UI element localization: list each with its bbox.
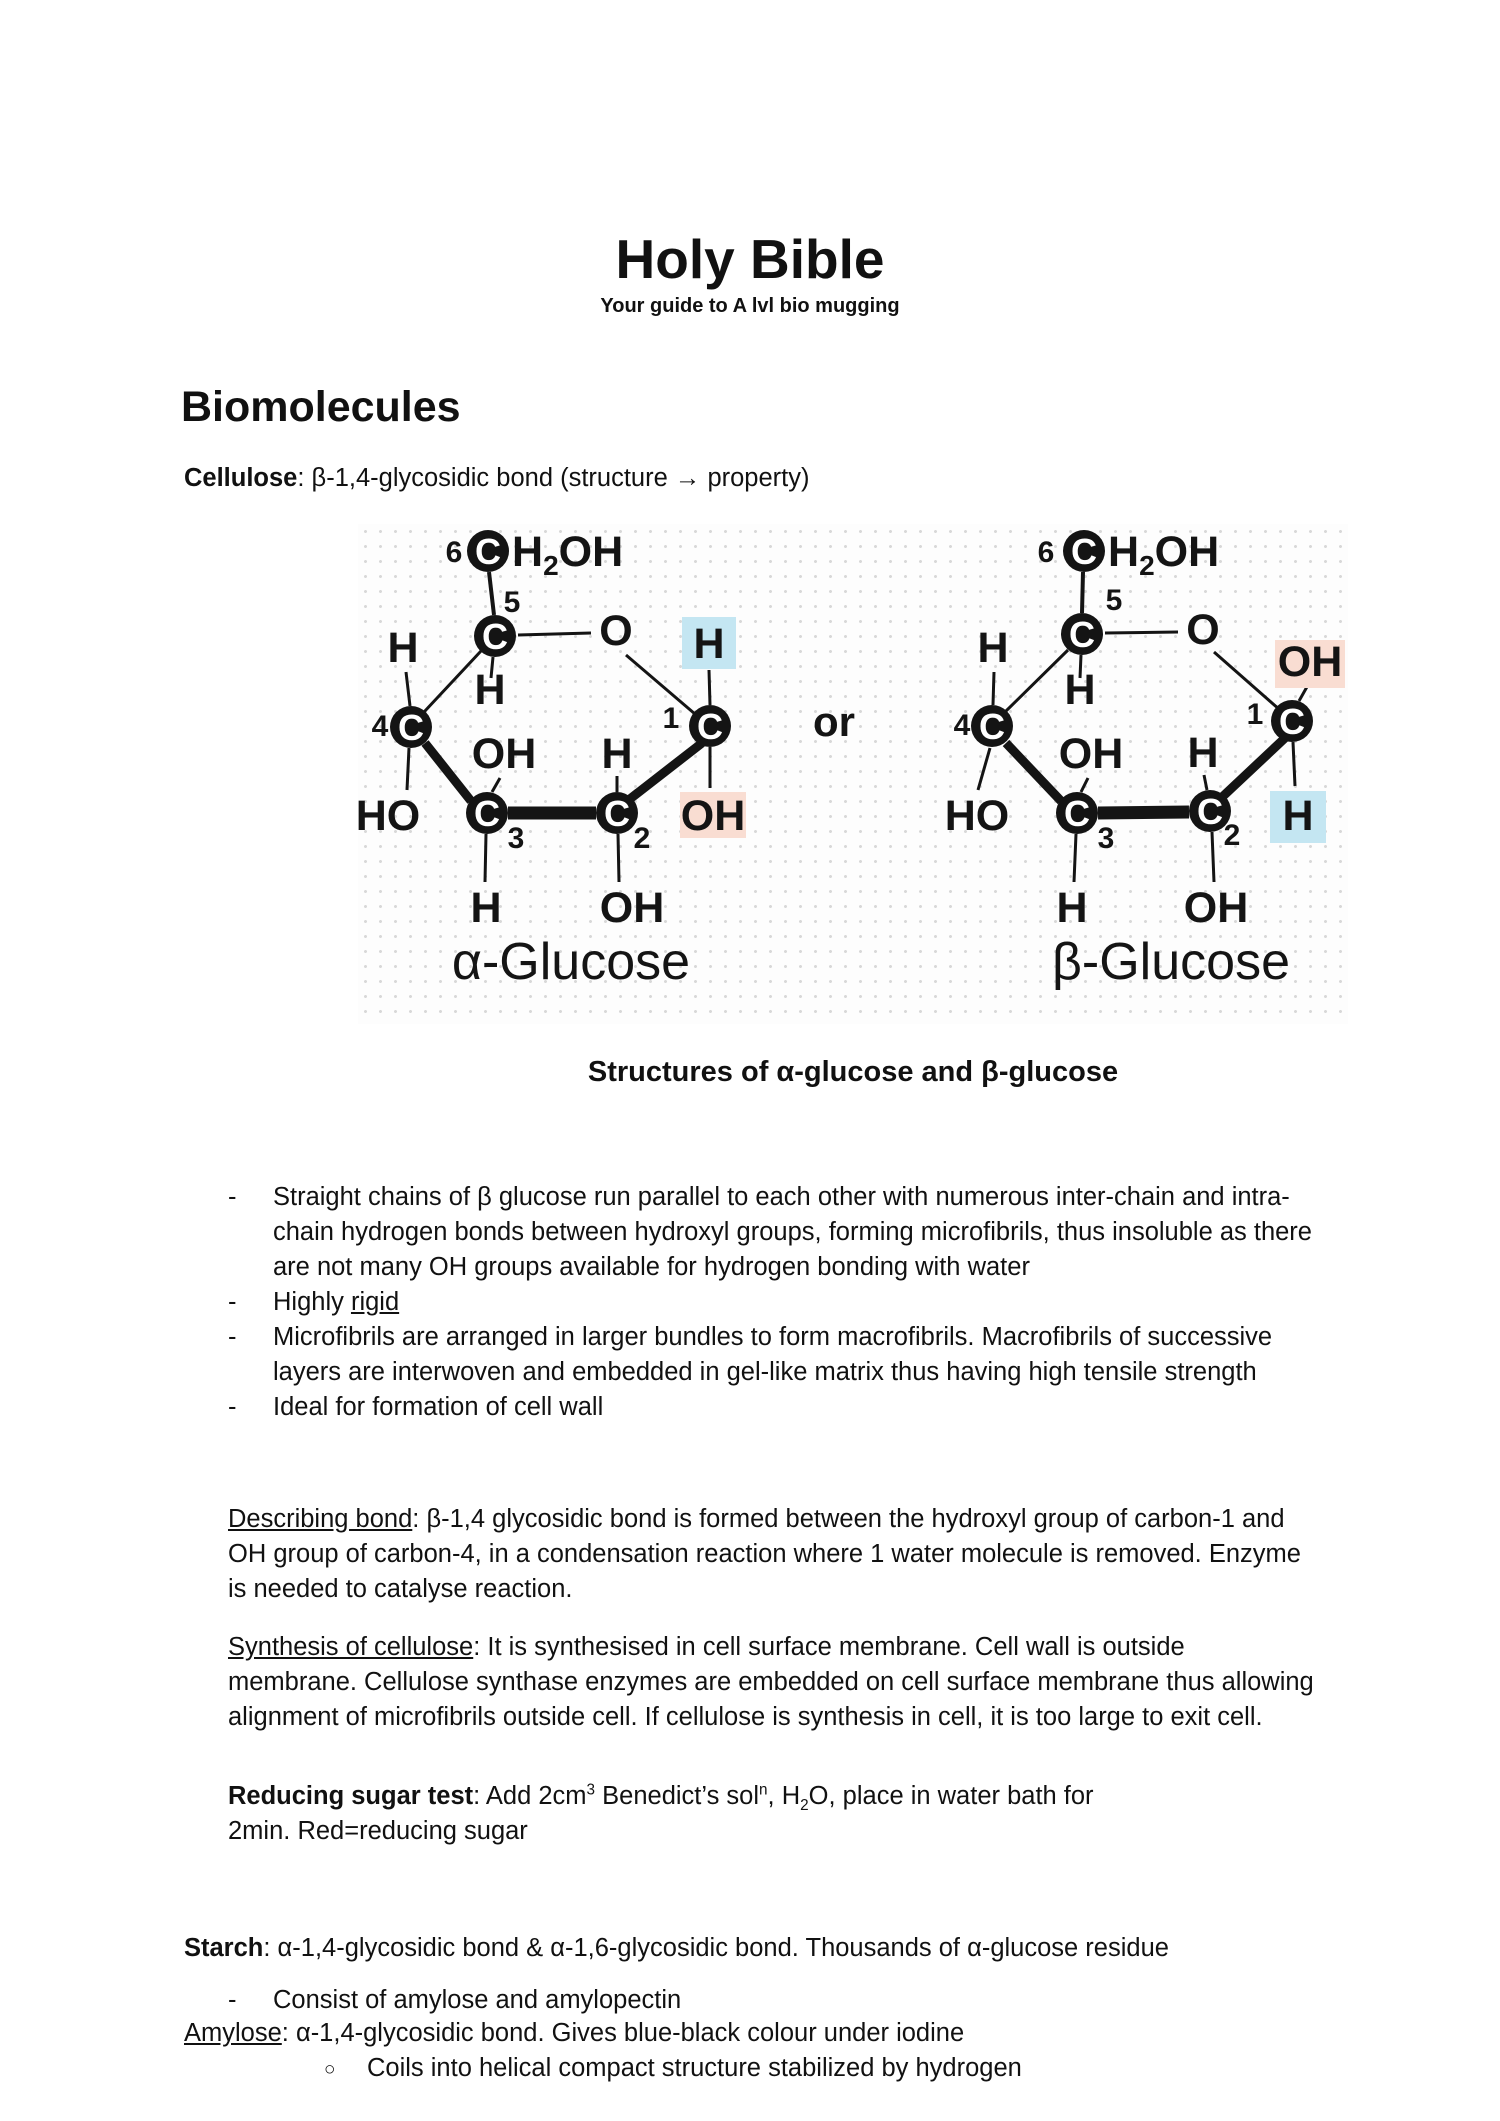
section-heading: Biomolecules bbox=[181, 383, 461, 431]
carbon-number-1: 1 bbox=[1247, 698, 1264, 731]
beta-h1-label: H bbox=[1282, 792, 1313, 840]
page-title: Holy Bible bbox=[615, 228, 885, 290]
carbon-atom: C bbox=[979, 706, 1005, 747]
carbon-atom: C bbox=[482, 616, 508, 657]
ho-group: HO bbox=[358, 792, 420, 840]
document-header: Holy Bible Your guide to A lvl bio muggi… bbox=[0, 230, 1500, 318]
h-atom: H bbox=[474, 666, 505, 714]
synthesis-paragraph: Synthesis of cellulose: It is synthesise… bbox=[228, 1633, 1314, 1731]
alpha-oh1-label: OH bbox=[681, 792, 746, 840]
glucose-diagram: C C C C C C 6 5 4 1 3 2 H2OH O H H H OH bbox=[358, 528, 1345, 991]
cellulose-term: Cellulose bbox=[184, 464, 298, 492]
starch-list: -Consist of amylose and amylopectin bbox=[184, 1983, 1394, 2018]
oh-group: OH bbox=[1059, 730, 1124, 778]
beta-oh1-highlight bbox=[1275, 640, 1345, 688]
carbon-atom: C bbox=[1064, 793, 1090, 834]
cellulose-properties-list: -Straight chains of β glucose run parall… bbox=[184, 1180, 1394, 1425]
beta-h1-highlight bbox=[1270, 791, 1326, 843]
h-atom: H bbox=[977, 624, 1008, 672]
alpha-oh1-highlight bbox=[680, 792, 746, 838]
h-atom: H bbox=[1064, 666, 1095, 714]
ch2oh-group: H2OH bbox=[512, 528, 623, 581]
carbon-atom: C bbox=[1197, 791, 1223, 832]
describing-bond-paragraph: Describing bond: β-1,4 glycosidic bond i… bbox=[228, 1505, 1301, 1603]
ch2oh-group: H2OH bbox=[1108, 528, 1219, 581]
oh-group: OH bbox=[600, 884, 665, 932]
oh-group: OH bbox=[472, 730, 537, 778]
list-item: ○Coils into helical compact structure st… bbox=[322, 2051, 1367, 2086]
carbon-number-4: 4 bbox=[954, 709, 971, 742]
h-atom: H bbox=[387, 624, 418, 672]
dash-bullet: - bbox=[228, 1183, 237, 1211]
carbon-atom: C bbox=[1069, 614, 1095, 655]
carbon-number-6: 6 bbox=[1038, 536, 1055, 569]
list-item: -Consist of amylose and amylopectin bbox=[228, 1983, 1313, 2018]
figure-caption: Structures of α-glucose and β-glucose bbox=[587, 1056, 1119, 1088]
ring-oxygen: O bbox=[1186, 606, 1219, 654]
carbon-atom: C bbox=[475, 531, 501, 572]
list-item: -Ideal for formation of cell wall bbox=[228, 1390, 1313, 1425]
carbon-number-2: 2 bbox=[634, 822, 651, 855]
dash-bullet: - bbox=[228, 1393, 237, 1421]
amylose-sublist: ○Coils into helical compact structure st… bbox=[184, 2051, 1394, 2086]
or-label: or bbox=[813, 698, 855, 745]
ring-oxygen: O bbox=[599, 607, 632, 655]
glucose-structure-figure: C C C C C C 6 5 4 1 3 2 H2OH O H H H OH bbox=[358, 524, 1348, 1024]
carbon-number-1: 1 bbox=[663, 702, 680, 735]
beta-oh1-label: OH bbox=[1278, 638, 1343, 686]
h-atom: H bbox=[1187, 729, 1218, 777]
beta-glucose-molecule: C C C C C C 6 5 4 1 3 2 H2OH O OH H H OH bbox=[945, 528, 1345, 991]
alpha-glucose-label: α-Glucose bbox=[452, 933, 690, 991]
list-item: -Highly rigid bbox=[228, 1285, 1313, 1320]
cellulose-definition: : β-1,4-glycosidic bond (structure → pro… bbox=[297, 464, 810, 492]
h-atom: H bbox=[601, 730, 632, 778]
carbon-number-2: 2 bbox=[1224, 819, 1241, 852]
ho-group: HO bbox=[945, 792, 1010, 840]
carbon-number-3: 3 bbox=[1098, 822, 1115, 855]
carbon-atom: C bbox=[604, 793, 630, 834]
alpha-h1-label: H bbox=[693, 620, 724, 668]
dash-bullet: - bbox=[228, 1288, 237, 1316]
carbon-atom: C bbox=[1071, 531, 1097, 572]
carbon-atom: C bbox=[474, 793, 500, 834]
carbon-number-4: 4 bbox=[372, 710, 389, 743]
beta-glucose-label: β-Glucose bbox=[1052, 933, 1290, 991]
alpha-h1-highlight bbox=[682, 617, 736, 669]
h-atom: H bbox=[470, 884, 501, 932]
carbon-number-3: 3 bbox=[508, 822, 525, 855]
list-item: -Straight chains of β glucose run parall… bbox=[228, 1180, 1313, 1285]
dash-bullet: - bbox=[228, 1986, 237, 2014]
starch-line: Starch: α-1,4-glycosidic bond & α-1,6-gl… bbox=[184, 1934, 1169, 1962]
carbon-atom: C bbox=[1279, 701, 1305, 742]
carbon-atom: C bbox=[697, 706, 723, 747]
carbon-number-6: 6 bbox=[446, 536, 463, 569]
oh-group: OH bbox=[1184, 884, 1249, 932]
reducing-sugar-test-paragraph: Reducing sugar test: Add 2cm3 Benedict’s… bbox=[228, 1781, 1094, 1845]
dash-bullet: - bbox=[228, 1323, 237, 1351]
carbon-atom: C bbox=[398, 707, 424, 748]
page-subtitle: Your guide to A lvl bio mugging bbox=[600, 295, 900, 317]
carbon-number-5: 5 bbox=[1106, 584, 1123, 617]
carbon-number-5: 5 bbox=[504, 586, 521, 619]
cellulose-intro-line: Cellulose: β-1,4-glycosidic bond (struct… bbox=[184, 461, 809, 496]
list-item: -Microfibrils are arranged in larger bun… bbox=[228, 1320, 1313, 1390]
alpha-glucose-molecule: C C C C C C 6 5 4 1 3 2 H2OH O H H H OH bbox=[358, 528, 746, 991]
amylose-line: Amylose: α-1,4-glycosidic bond. Gives bl… bbox=[184, 2019, 965, 2047]
circle-bullet: ○ bbox=[324, 2059, 336, 2080]
h-atom: H bbox=[1056, 884, 1087, 932]
